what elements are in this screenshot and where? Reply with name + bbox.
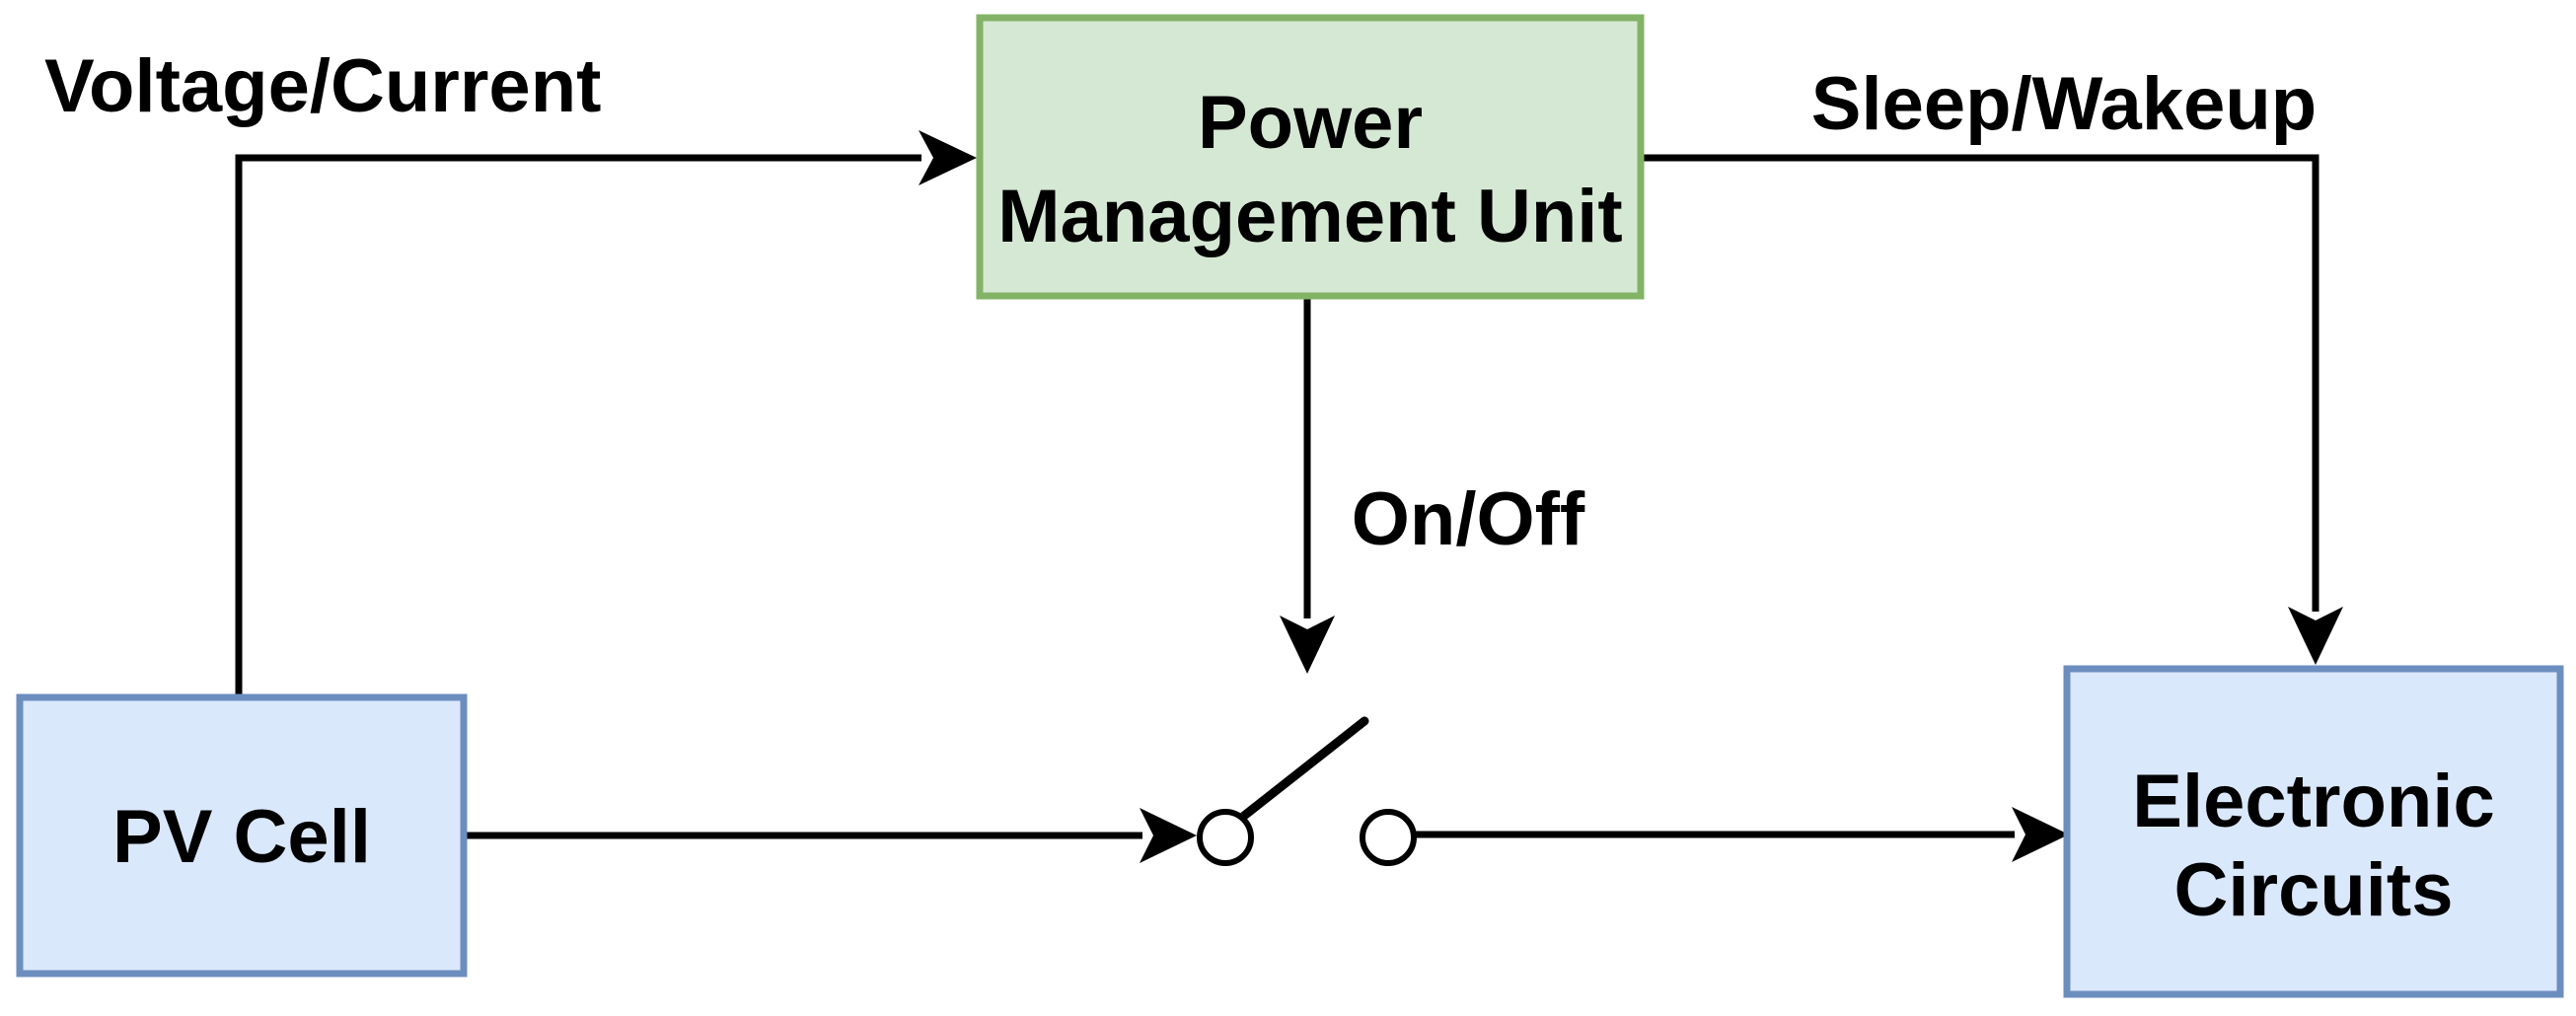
arrowhead-into-switch xyxy=(1280,616,1335,674)
switch-blade xyxy=(1239,716,1369,821)
edge-sleep-wakeup xyxy=(1641,154,2319,612)
node-power-management-unit: Power Management Unit xyxy=(976,14,1645,300)
pv-cell-label: PV Cell xyxy=(112,795,371,879)
sleep-wakeup-label: Sleep/Wakeup xyxy=(1811,62,2317,146)
pv-cell-box xyxy=(16,693,468,978)
edge-voltage-current xyxy=(235,154,921,697)
arrowhead-into-pmu xyxy=(919,130,977,185)
on-off-label: On/Off xyxy=(1352,477,1585,561)
node-electronic-circuits: Electronic Circuits xyxy=(2063,665,2564,998)
voltage-current-label: Voltage/Current xyxy=(44,44,601,128)
connectors xyxy=(235,130,2343,863)
electronic-circuits-label-line2: Circuits xyxy=(2174,848,2454,932)
node-pv-cell: PV Cell xyxy=(16,693,468,978)
switch-left-contact xyxy=(1197,809,1254,866)
electronic-circuits-label-line1: Electronic xyxy=(2132,760,2494,843)
switch-right-contact xyxy=(1360,809,1417,866)
electronic-circuits-box xyxy=(2063,665,2564,998)
arrowhead-into-switch-left-contact xyxy=(1140,808,1197,863)
power-management-unit-label-line1: Power xyxy=(1198,81,1423,165)
arrowhead-into-electronic-circuits-top xyxy=(2288,607,2343,665)
power-management-unit-label-line2: Management Unit xyxy=(997,175,1622,258)
edge-labels: Voltage/Current Sleep/Wakeup On/Off xyxy=(44,44,2317,561)
arrowhead-into-electronic-circuits-left xyxy=(2012,807,2069,862)
switch-open-icon xyxy=(1197,716,1417,866)
power-management-unit-box xyxy=(976,14,1645,300)
